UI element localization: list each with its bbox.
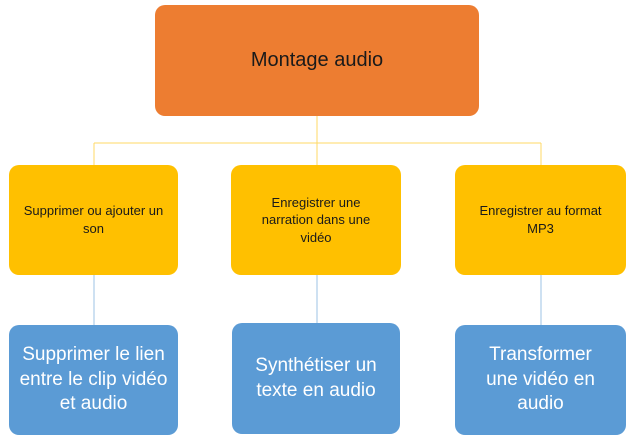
node-label: Enregistrer une narration dans une vidéo xyxy=(261,194,371,245)
leaf-transformer-video: Transformer une vidéo en audio xyxy=(455,325,626,435)
leaf-label: Synthétiser un texte en audio xyxy=(255,354,377,401)
node-supprimer-ajouter-son: Supprimer ou ajouter un son xyxy=(9,165,178,275)
node-label: Enregistrer au format MP3 xyxy=(479,203,602,236)
node-enregistrer-narration: Enregistrer une narration dans une vidéo xyxy=(231,165,401,275)
node-enregistrer-mp3: Enregistrer au format MP3 xyxy=(455,165,626,275)
node-label: Supprimer ou ajouter un son xyxy=(23,203,164,236)
leaf-label: Supprimer le lien entre le clip vidéo et… xyxy=(19,343,168,415)
leaf-synthetiser-texte: Synthétiser un texte en audio xyxy=(232,323,400,434)
leaf-label: Transformer une vidéo en audio xyxy=(486,343,595,415)
root-node-label: Montage audio xyxy=(250,49,384,71)
root-node-montage-audio: Montage audio xyxy=(155,5,479,116)
leaf-supprimer-lien: Supprimer le lien entre le clip vidéo et… xyxy=(9,325,178,435)
